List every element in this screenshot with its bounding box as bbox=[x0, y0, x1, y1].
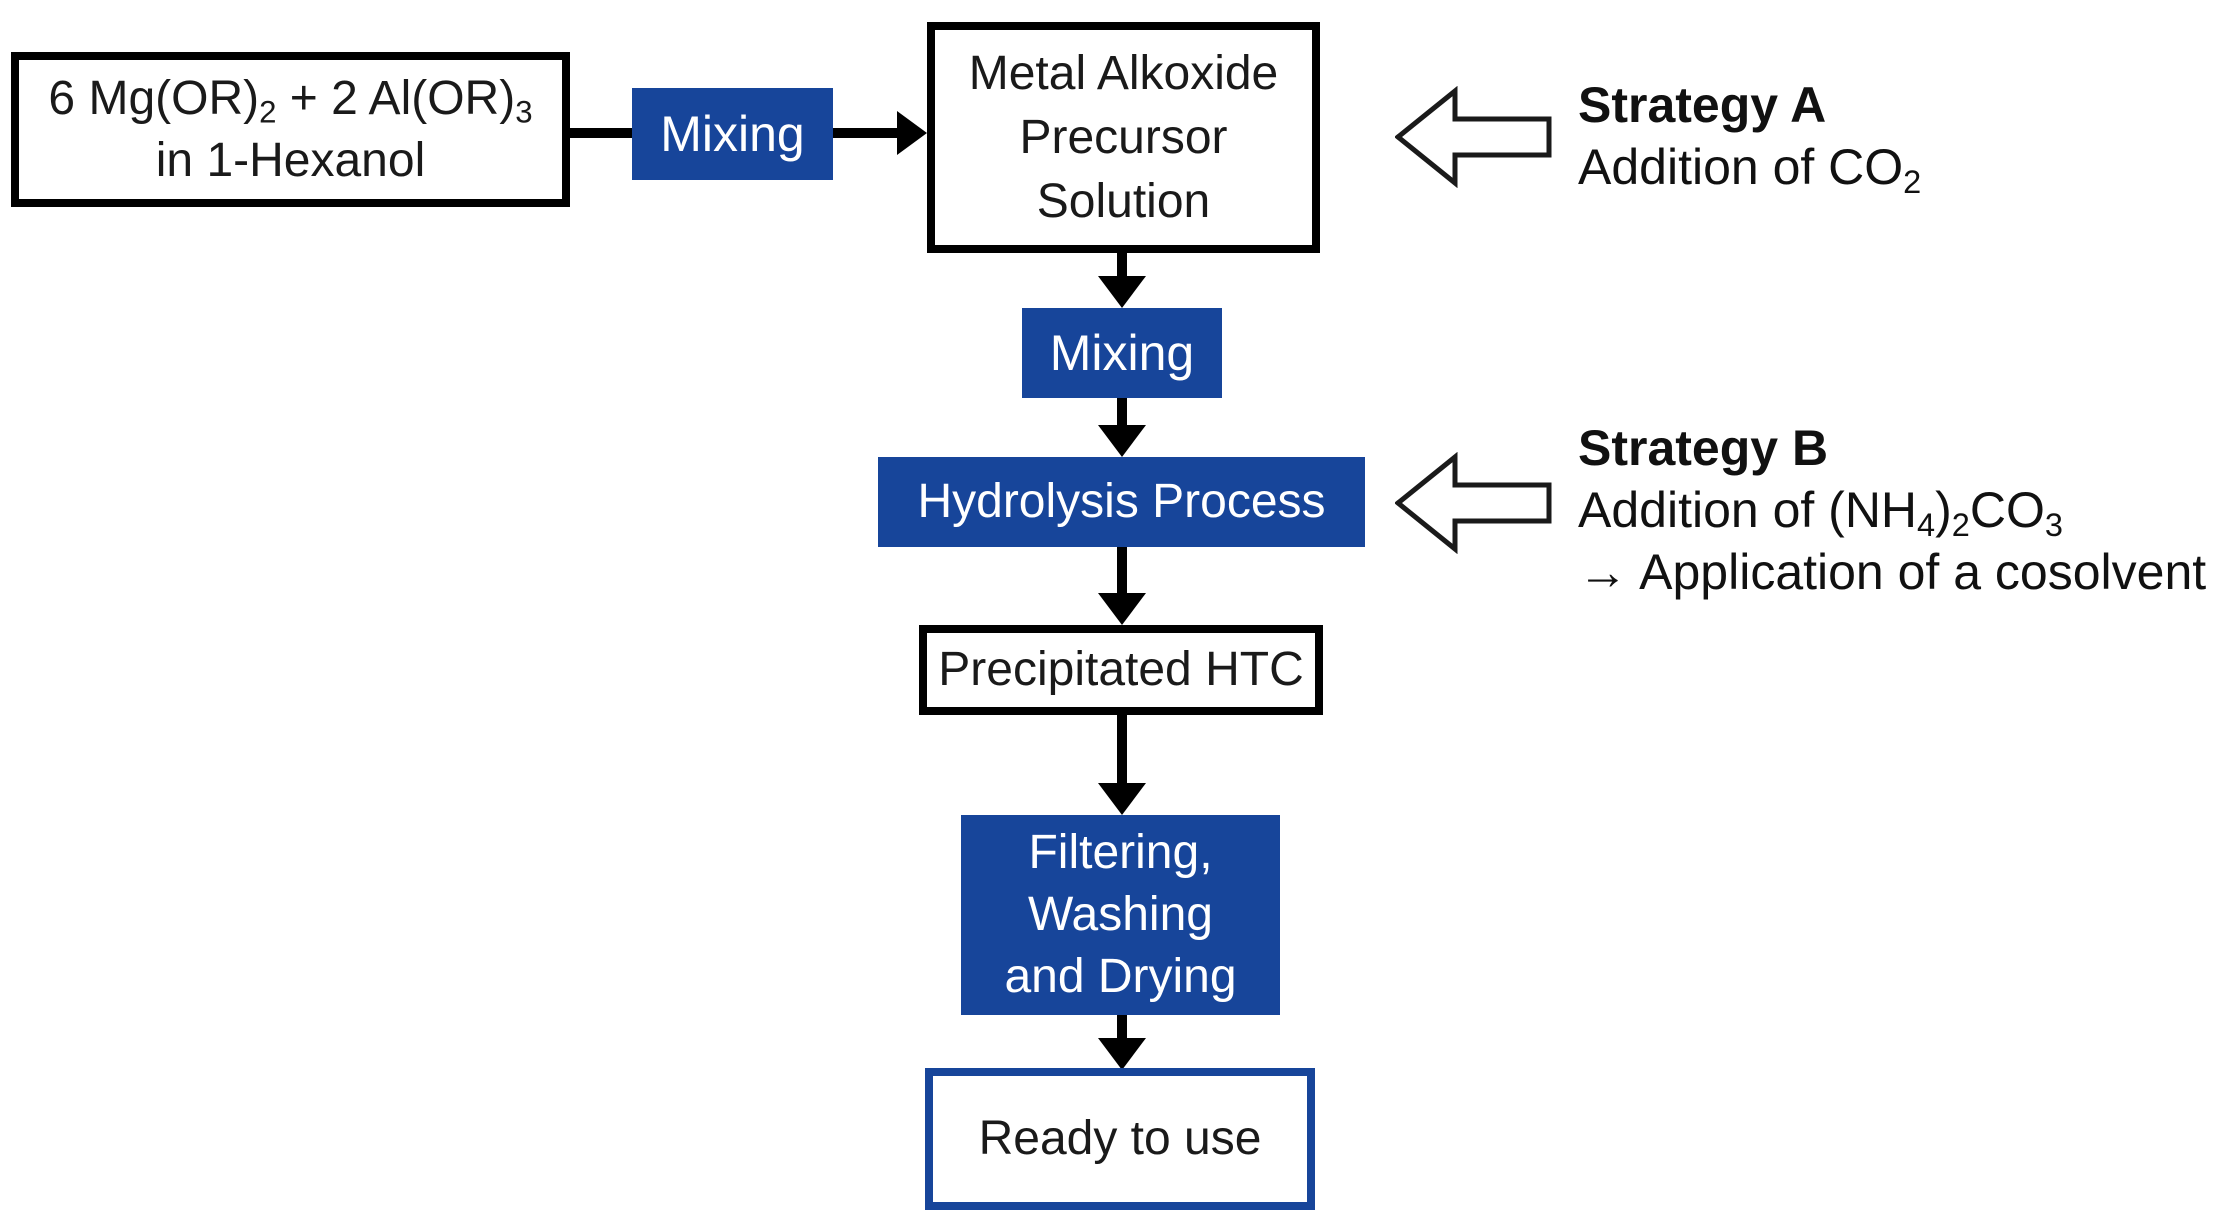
arrow-htc-to-filtering-line bbox=[1117, 715, 1127, 785]
strategy-a-line-1: Addition of CO2 bbox=[1578, 139, 1922, 201]
ready-to-use-label: Ready to use bbox=[978, 1112, 1262, 1165]
mixing-2-label: Mixing bbox=[1049, 325, 1195, 381]
arrow-filtering-to-ready-head bbox=[1098, 1038, 1146, 1070]
arrow-hydrolysis-to-htc-head bbox=[1098, 593, 1146, 625]
node-hydrolysis-process: Hydrolysis Process bbox=[878, 457, 1365, 547]
node-metal-alkoxide-precursor: Metal Alkoxide Precursor Solution bbox=[927, 22, 1320, 253]
node-ready-to-use: Ready to use bbox=[925, 1068, 1315, 1210]
arrow-precursor-to-mixing-head bbox=[1098, 276, 1146, 308]
reagents-formula-line: 6 Mg(OR)2 + 2 Al(OR)3 bbox=[48, 71, 533, 130]
strategy-a-block-arrow-icon bbox=[1395, 86, 1552, 188]
node-filtering-washing-drying: Filtering, Washing and Drying bbox=[961, 815, 1280, 1015]
arrow-mixing-to-hydrolysis-line bbox=[1117, 398, 1127, 426]
arrow-hydrolysis-to-htc-line bbox=[1117, 547, 1127, 595]
hydrolysis-label: Hydrolysis Process bbox=[917, 475, 1326, 528]
strategy-b-note: Strategy B Addition of (NH4)2CO3 → Appli… bbox=[1578, 417, 2206, 603]
node-mixing-2: Mixing bbox=[1022, 308, 1222, 398]
metal-alkoxide-line-2: Precursor bbox=[1019, 110, 1228, 164]
node-precipitated-htc: Precipitated HTC bbox=[919, 625, 1323, 715]
strategy-b-line-1: Addition of (NH4)2CO3 bbox=[1578, 482, 2063, 544]
strategy-b-line-2: → Application of a cosolvent bbox=[1578, 544, 2207, 600]
arrow-mixing-to-hydrolysis-head bbox=[1098, 425, 1146, 457]
node-reagents: 6 Mg(OR)2 + 2 Al(OR)3 in 1-Hexanol bbox=[11, 52, 570, 207]
metal-alkoxide-line-3: Solution bbox=[1036, 174, 1211, 228]
filtering-line-3: and Drying bbox=[1004, 950, 1237, 1003]
metal-alkoxide-line-1: Metal Alkoxide bbox=[968, 46, 1279, 100]
filtering-line-2: Washing bbox=[1028, 888, 1213, 941]
strategy-b-block-arrow-icon bbox=[1395, 452, 1552, 554]
arrow-precursor-to-mixing-line bbox=[1117, 253, 1127, 278]
strategy-a-note: Strategy A Addition of CO2 bbox=[1578, 74, 1921, 198]
strategy-b-title: Strategy B bbox=[1578, 420, 1829, 476]
precipitated-htc-label: Precipitated HTC bbox=[938, 643, 1304, 696]
filtering-line-1: Filtering, bbox=[1028, 826, 1213, 879]
arrow-htc-to-filtering-head bbox=[1098, 783, 1146, 815]
strategy-a-title: Strategy A bbox=[1578, 77, 1827, 133]
mixing-1-label: Mixing bbox=[660, 106, 805, 162]
arrow-reagents-to-precursor-head bbox=[897, 111, 927, 155]
reagents-solvent-line: in 1-Hexanol bbox=[155, 133, 426, 187]
node-mixing-1: Mixing bbox=[632, 88, 833, 180]
arrow-filtering-to-ready-line bbox=[1117, 1015, 1127, 1040]
